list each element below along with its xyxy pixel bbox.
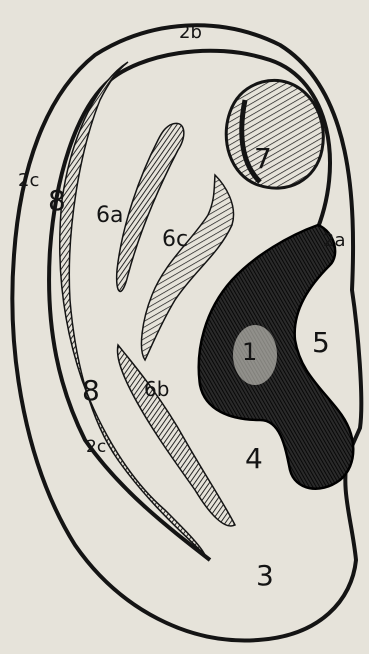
label-2c-lower: 2c <box>86 437 106 457</box>
label-2c-upper: 2c <box>18 170 39 191</box>
label-2b: 2b <box>179 22 202 43</box>
label-8-lower: 8 <box>82 374 100 407</box>
label-2a: 2a <box>323 230 345 251</box>
label-1: 1 <box>242 338 257 366</box>
label-6b: 6b <box>144 377 169 401</box>
label-3: 3 <box>256 559 274 592</box>
label-6c: 6c <box>162 227 188 252</box>
label-4: 4 <box>245 442 263 475</box>
label-8-upper: 8 <box>48 184 66 217</box>
label-6a: 6a <box>96 203 123 228</box>
label-5: 5 <box>312 326 330 359</box>
label-7: 7 <box>254 142 272 175</box>
